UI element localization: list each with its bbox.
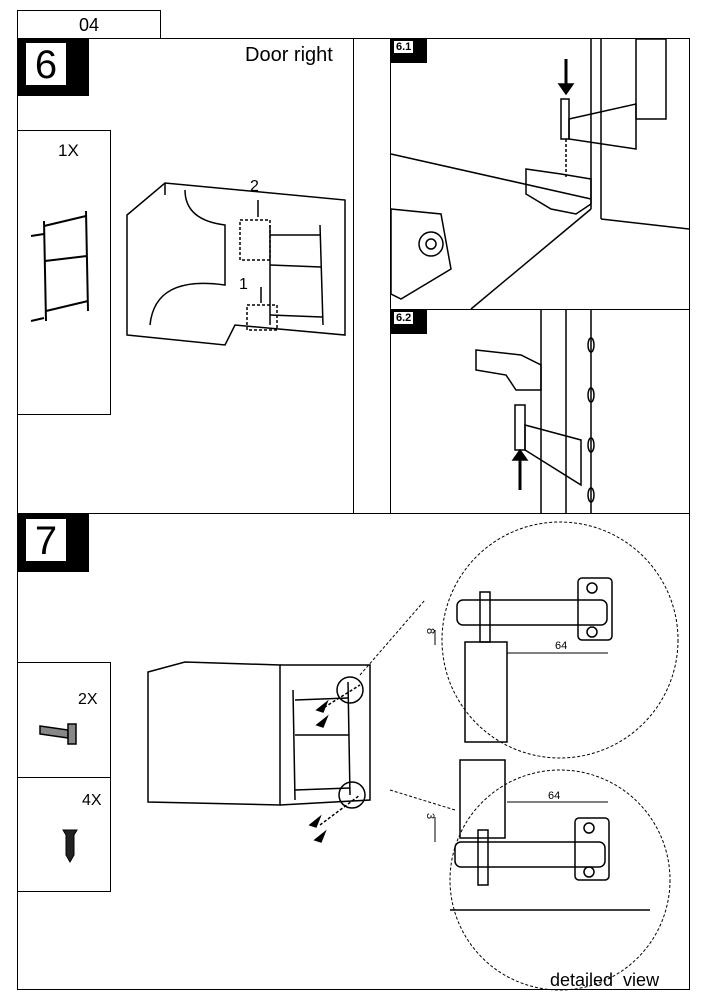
dimension-bottom-offset: 3 <box>424 812 437 820</box>
cabinet-hinge-install-illustration <box>147 661 371 843</box>
frame-right <box>689 38 690 990</box>
part-quantity: 4X <box>82 792 102 809</box>
page-number: 04 <box>17 10 161 38</box>
substep-6-2-badge: 6.2 <box>391 310 427 334</box>
step-6-badge: 6 <box>17 38 89 96</box>
detailed-view-caption: detailed view <box>550 970 660 990</box>
callout-2: 2 <box>250 178 259 195</box>
step-6-title: Door right <box>245 44 333 66</box>
step-divider <box>17 513 690 514</box>
step-7-number: 7 <box>26 519 66 563</box>
step-7-parts-box-hinge: 2X <box>17 662 111 778</box>
part-quantity: 1X <box>58 141 79 160</box>
dimension-bottom-width: 64 <box>548 790 561 802</box>
detailed-view-illustration <box>359 521 679 991</box>
substep-divider <box>390 309 690 310</box>
substep-6-1-label: 6.1 <box>394 41 414 53</box>
hinge-bracket-icon <box>39 723 77 745</box>
step6-divider <box>353 38 354 513</box>
dimension-top-width: 64 <box>555 640 568 652</box>
callout-1: 1 <box>239 276 248 293</box>
frame-bottom <box>17 989 690 990</box>
part-quantity: 2X <box>78 691 98 708</box>
dimension-top-offset: 8 <box>424 627 437 635</box>
substep-6-1-badge: 6.1 <box>391 39 427 63</box>
step-7-badge: 7 <box>17 514 89 572</box>
screw-icon <box>62 829 78 864</box>
step-7-parts-box-screw: 4X <box>17 777 111 892</box>
door-frame-rack-icon <box>30 210 89 322</box>
substep-6-1-illustration <box>390 38 690 310</box>
step-6-parts-box: 1X <box>17 130 111 415</box>
cabinet-door-assembly-illustration <box>126 182 346 346</box>
step-6-number: 6 <box>26 43 66 87</box>
substep-6-2-illustration <box>475 310 595 513</box>
substep-6-2-label: 6.2 <box>394 312 414 324</box>
